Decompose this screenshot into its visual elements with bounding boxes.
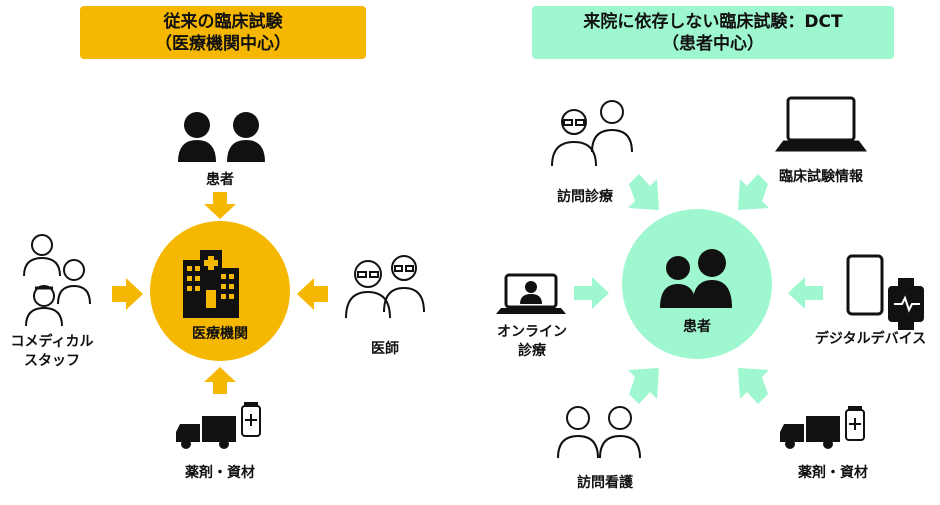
comedical-staff-icon bbox=[23, 234, 91, 327]
right-patients-icon bbox=[660, 249, 732, 308]
left-title-line1: 従来の臨床試験 bbox=[163, 11, 283, 32]
arrow-online bbox=[574, 277, 609, 309]
laptop-icon bbox=[775, 96, 867, 152]
left-truck-icon bbox=[176, 416, 236, 449]
left-medicine-icon bbox=[241, 402, 261, 437]
patients-label: 患者 bbox=[206, 172, 234, 188]
left-arrow-top bbox=[204, 192, 236, 219]
right-truck-icon bbox=[780, 416, 840, 449]
online-label-line1: オンライン bbox=[497, 324, 567, 340]
doctor-icon bbox=[345, 255, 425, 319]
trial-info-label: 臨床試験情報 bbox=[779, 169, 863, 185]
right-medicine-icon bbox=[845, 406, 865, 441]
left-arrow-right bbox=[297, 278, 328, 310]
digital-device-label: デジタルデバイス bbox=[814, 331, 927, 347]
right-title-line1: 来院に依存しない臨床試験：DCT bbox=[583, 11, 843, 32]
online-consultation-icon bbox=[496, 273, 566, 314]
left-arrow-bottom bbox=[204, 367, 236, 394]
arrow-home-nursing bbox=[628, 368, 659, 404]
doctor-label: 医師 bbox=[371, 341, 399, 357]
left-arrow-left bbox=[112, 278, 143, 310]
comedical-label-line1: コメディカル bbox=[10, 334, 94, 350]
digital-device-icon bbox=[846, 254, 924, 330]
left-title-line2: （医療機関中心） bbox=[155, 33, 291, 54]
arrow-trial-info bbox=[738, 174, 769, 210]
right-center-circle bbox=[622, 209, 772, 359]
right-drugs-label: 薬剤・資材 bbox=[798, 465, 868, 481]
online-label-line2: 診療 bbox=[518, 343, 546, 359]
right-center-label: 患者 bbox=[683, 319, 711, 335]
hospital-icon bbox=[183, 250, 239, 318]
patients-icon bbox=[178, 112, 265, 162]
left-drugs-label: 薬剤・資材 bbox=[185, 465, 255, 481]
home-visit-label: 訪問診療 bbox=[557, 189, 613, 205]
home-visit-icon bbox=[551, 100, 633, 167]
arrow-digital bbox=[788, 277, 823, 309]
right-title-box: 来院に依存しない臨床試験：DCT （患者中心） bbox=[532, 6, 894, 59]
right-title-line2: （患者中心） bbox=[662, 33, 764, 54]
left-title-box: 従来の臨床試験 （医療機関中心） bbox=[80, 6, 366, 59]
comedical-label-line2: スタッフ bbox=[24, 353, 80, 369]
left-center-label: 医療機関 bbox=[192, 326, 248, 342]
comedical-label: コメディカル スタッフ bbox=[2, 333, 102, 371]
arrow-home-visit bbox=[628, 174, 659, 210]
online-label: オンライン 診療 bbox=[487, 323, 577, 361]
home-nursing-icon bbox=[557, 406, 641, 459]
arrow-drugs-right bbox=[738, 368, 769, 404]
home-nursing-label: 訪問看護 bbox=[577, 475, 633, 491]
